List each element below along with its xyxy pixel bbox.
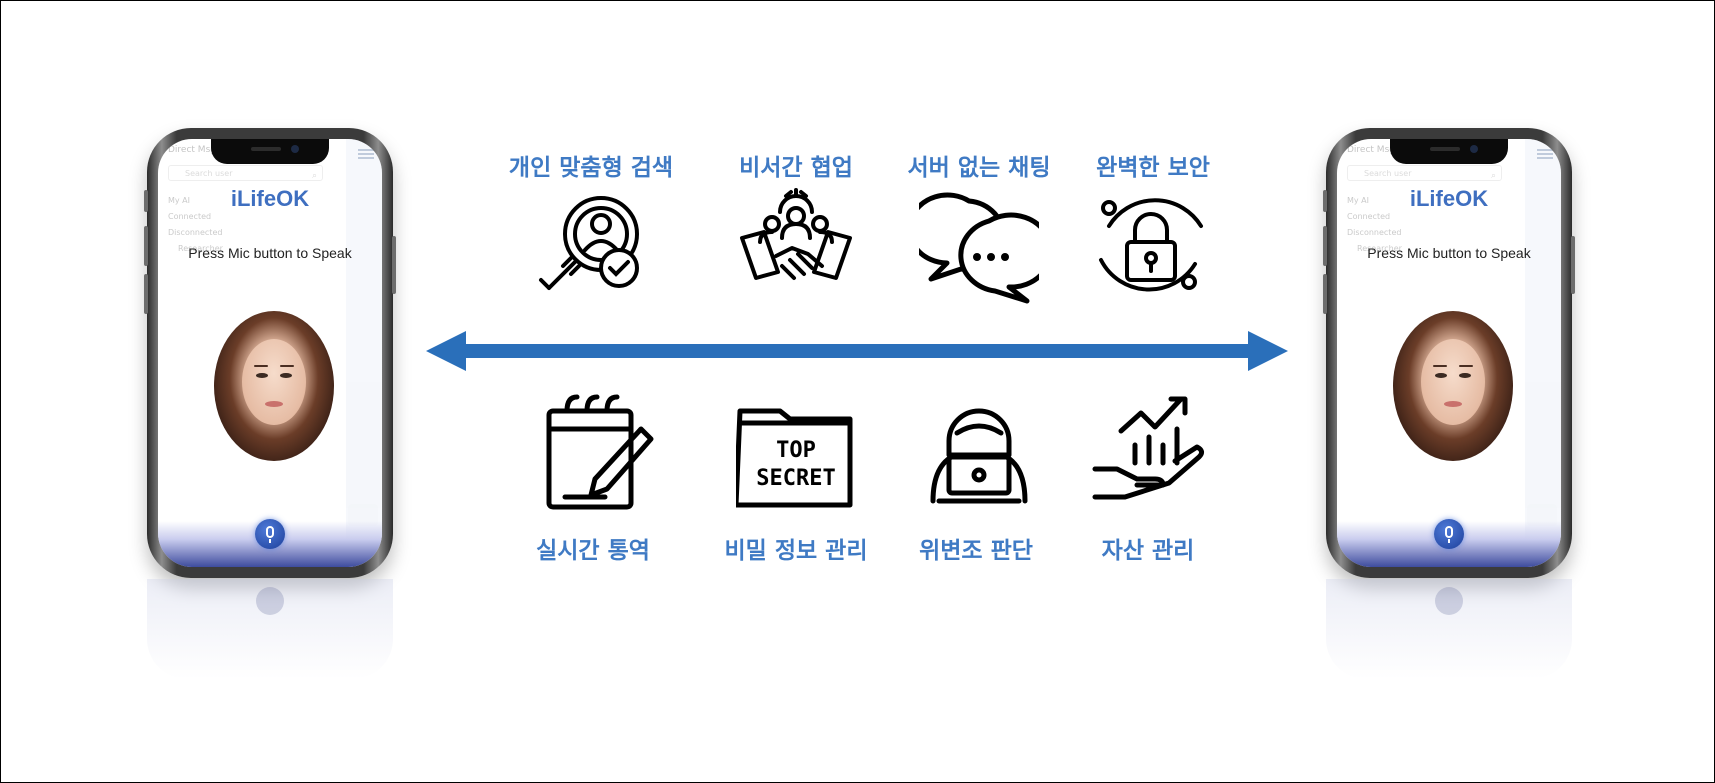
phone-screen: Direct Msg Search user ⌕ My AI Connected …: [1337, 139, 1561, 567]
ghost-title: Direct Msg: [1347, 145, 1395, 155]
feature-label: 비서간 협업: [739, 155, 853, 181]
feature-assistant-collab: 비서간 협업: [696, 148, 896, 182]
bidirectional-arrow: [426, 331, 1288, 371]
phone-reflection: [147, 579, 393, 679]
list-item[interactable]: My AI: [1347, 196, 1370, 205]
list-item[interactable]: Researcher: [1357, 244, 1402, 253]
list-item[interactable]: Disconnected: [1347, 228, 1402, 237]
mic-hint-text: Press Mic button to Speak: [1367, 245, 1531, 261]
phone-volume-down: [144, 274, 148, 314]
feature-label: 자산 관리: [1101, 538, 1195, 564]
ai-avatar: [214, 311, 334, 461]
feature-serverless-chat: 서버 없는 채팅: [879, 148, 1079, 182]
feature-label: 개인 맞춤형 검색: [508, 155, 674, 181]
phone-notch: [211, 139, 329, 164]
phone-side-button: [144, 190, 148, 212]
microphone-icon: [266, 526, 274, 538]
phone-left: Direct Msg Search user ⌕ My AI Connected …: [144, 128, 396, 578]
top-secret-folder-icon: TOP SECRET: [736, 408, 853, 508]
avatar-face: [242, 339, 306, 425]
ghost-search-placeholder: Search user: [1364, 169, 1412, 178]
ghost-user-list: My AI Connected Disconnected Researcher: [1347, 193, 1402, 257]
ghost-user-list: My AI Connected Disconnected Researcher: [168, 193, 223, 257]
feature-forgery-detection: 위변조 판단: [876, 531, 1076, 565]
phone-volume-up: [144, 226, 148, 266]
growth-chart-hand-icon: [1092, 396, 1205, 500]
padlock-icon: [1099, 198, 1203, 292]
ghost-search-input[interactable]: Search user ⌕: [1347, 165, 1502, 181]
ghost-search-placeholder: Search user: [185, 169, 233, 178]
feature-secret-management: 비밀 정보 관리: [696, 531, 896, 565]
phone-volume-down: [1323, 274, 1327, 314]
search-icon: ⌕: [311, 171, 317, 181]
feature-realtime-translation: 실시간 통역: [493, 531, 693, 565]
ghost-search-input[interactable]: Search user ⌕: [168, 165, 323, 181]
phone-side-button: [1323, 190, 1327, 212]
feature-label: 서버 없는 채팅: [907, 155, 1051, 181]
feature-label: 실시간 통역: [536, 538, 650, 564]
secret-text-top: TOP: [776, 438, 816, 463]
ghost-sidebar: [346, 139, 382, 567]
handshake-team-icon: [740, 188, 852, 280]
background-app-ui: Direct Msg Search user ⌕ My AI Connected …: [158, 139, 382, 567]
chat-bubbles-icon: [919, 192, 1039, 304]
menu-icon[interactable]: [358, 149, 374, 151]
list-item[interactable]: Disconnected: [168, 228, 223, 237]
avatar-face: [1421, 339, 1485, 425]
feature-label: 완벽한 보안: [1096, 155, 1210, 181]
search-icon: ⌕: [1490, 171, 1496, 181]
ghost-sidebar: [1525, 139, 1561, 567]
phone-right: Direct Msg Search user ⌕ My AI Connected …: [1323, 128, 1575, 578]
hacker-laptop-icon: [930, 408, 1028, 504]
feature-personal-search: 개인 맞춤형 검색: [491, 148, 691, 182]
phone-volume-up: [1323, 226, 1327, 266]
list-item[interactable]: Connected: [1347, 212, 1391, 221]
ai-avatar: [1393, 311, 1513, 461]
feature-asset-management: 자산 관리: [1048, 531, 1248, 565]
phone-screen: Direct Msg Search user ⌕ My AI Connected …: [158, 139, 382, 567]
feature-label: 위변조 판단: [919, 538, 1033, 564]
phone-power-button: [1571, 236, 1575, 294]
mic-hint-text: Press Mic button to Speak: [188, 245, 352, 261]
notepad-pencil-icon: [546, 394, 654, 510]
search-person-check-icon: [539, 196, 639, 290]
secret-text-bottom: SECRET: [756, 466, 835, 491]
list-item[interactable]: Researcher: [178, 244, 223, 253]
ghost-title: Direct Msg: [168, 145, 216, 155]
phone-reflection: [1326, 579, 1572, 679]
background-app-ui: Direct Msg Search user ⌕ My AI Connected …: [1337, 139, 1561, 567]
app-title: iLifeOK: [230, 186, 310, 211]
mic-button[interactable]: [255, 519, 285, 549]
phone-notch: [1390, 139, 1508, 164]
list-item[interactable]: Connected: [168, 212, 212, 221]
mic-button[interactable]: [1434, 519, 1464, 549]
menu-icon[interactable]: [1537, 149, 1553, 151]
microphone-icon: [1445, 526, 1453, 538]
feature-label: 비밀 정보 관리: [724, 538, 868, 564]
phone-power-button: [392, 236, 396, 294]
list-item[interactable]: My AI: [168, 196, 191, 205]
feature-security: 완벽한 보안: [1053, 148, 1253, 182]
app-title: iLifeOK: [1409, 186, 1489, 211]
